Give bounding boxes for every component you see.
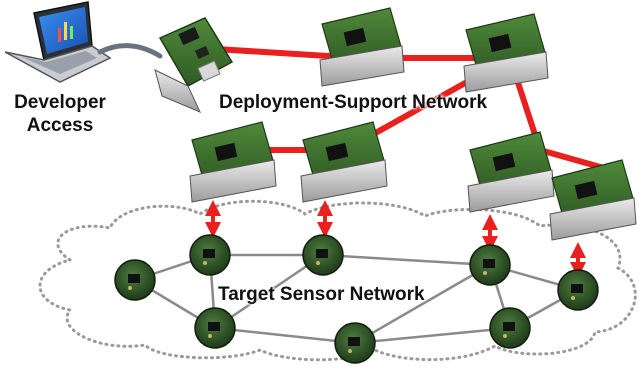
deployment-network-label: Deployment-Support Network xyxy=(219,92,488,113)
sensor-node-icon xyxy=(114,234,599,364)
dsn-node-2 xyxy=(463,13,549,93)
dsn-node-1 xyxy=(319,7,405,87)
sensor-node-4 xyxy=(194,307,236,349)
sensor-node-8 xyxy=(557,269,599,311)
sensor-network-cloud xyxy=(38,199,637,362)
target-network-label: Target Sensor Network xyxy=(218,284,425,305)
laptop-icon xyxy=(4,1,112,83)
dsn-target-arrows xyxy=(205,200,586,278)
sensor-node-7 xyxy=(489,307,531,349)
dsn-node-3 xyxy=(189,121,277,203)
gateway-board-icon xyxy=(154,17,234,113)
sensor-node-5 xyxy=(334,322,376,364)
dsn-node-5 xyxy=(467,131,555,213)
sensor-node-3 xyxy=(302,234,344,276)
dsn-node-6 xyxy=(549,159,637,241)
dsn-node-icon xyxy=(189,7,637,241)
developer-access-label: Developer Access xyxy=(0,91,120,137)
usb-cable-icon xyxy=(97,43,163,59)
sensor-node-6 xyxy=(469,244,511,286)
sensor-node-1 xyxy=(114,259,156,301)
dsn-node-4 xyxy=(300,121,388,203)
sensor-node-2 xyxy=(189,234,231,276)
developer-label-line1: Developer xyxy=(14,92,106,113)
developer-label-line2: Access xyxy=(26,115,94,136)
